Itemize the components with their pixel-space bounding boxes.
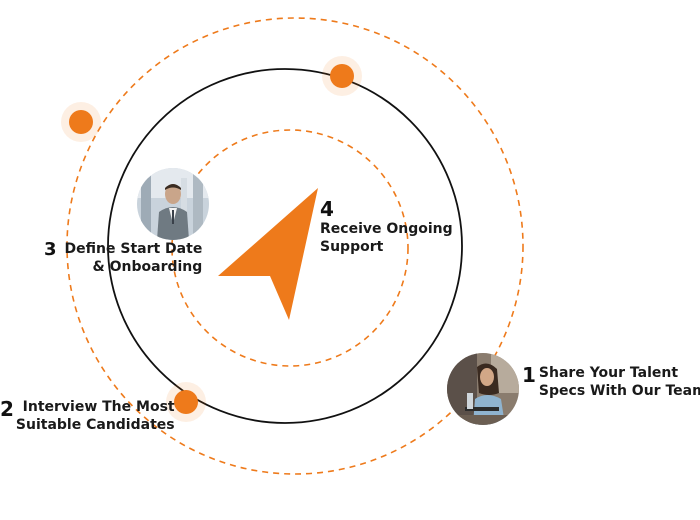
step-1: 1 Share Your Talent Specs With Our Team — [522, 364, 700, 400]
step-3: 3 Define Start Date & Onboarding — [44, 240, 202, 276]
orbit-dot-top — [322, 56, 362, 96]
step-4-line-2: Support — [320, 239, 384, 255]
outer-dashed-orbit — [66, 17, 524, 475]
orbit-dot-bottom-left — [166, 382, 206, 422]
woman-laptop-photo — [447, 353, 519, 425]
businessman-photo — [137, 168, 209, 240]
step-2-label: Interview The Most Suitable Candidates — [16, 398, 175, 434]
step-2-line-1: Interview The Most — [22, 399, 175, 415]
step-3-label: Define Start Date & Onboarding — [65, 240, 203, 276]
step-2: 2 Interview The Most Suitable Candidates — [0, 398, 175, 434]
step-3-line-2: & Onboarding — [92, 259, 203, 275]
step-2-line-2: Suitable Candidates — [15, 417, 175, 433]
step-3-line-1: Define Start Date — [64, 241, 203, 257]
orbit-dot-top-left — [61, 102, 101, 142]
step-4-line-1: Receive Ongoing — [320, 221, 453, 237]
inner-dashed-orbit — [171, 129, 409, 367]
step-1-label: Share Your Talent Specs With Our Team — [539, 364, 700, 400]
navigation-arrow-icon — [218, 188, 318, 320]
step-1-number: 1 — [522, 363, 536, 387]
step-4-label: Receive Ongoing Support — [320, 220, 453, 256]
step-1-line-1: Share Your Talent — [538, 365, 679, 381]
middle-solid-orbit — [107, 68, 463, 424]
step-1-line-2: Specs With Our Team — [538, 383, 700, 399]
step-4-number: 4 — [320, 197, 334, 221]
step-2-number: 2 — [0, 397, 14, 421]
step-3-number: 3 — [44, 239, 57, 260]
step-4: 4 Receive Ongoing Support — [320, 198, 453, 256]
